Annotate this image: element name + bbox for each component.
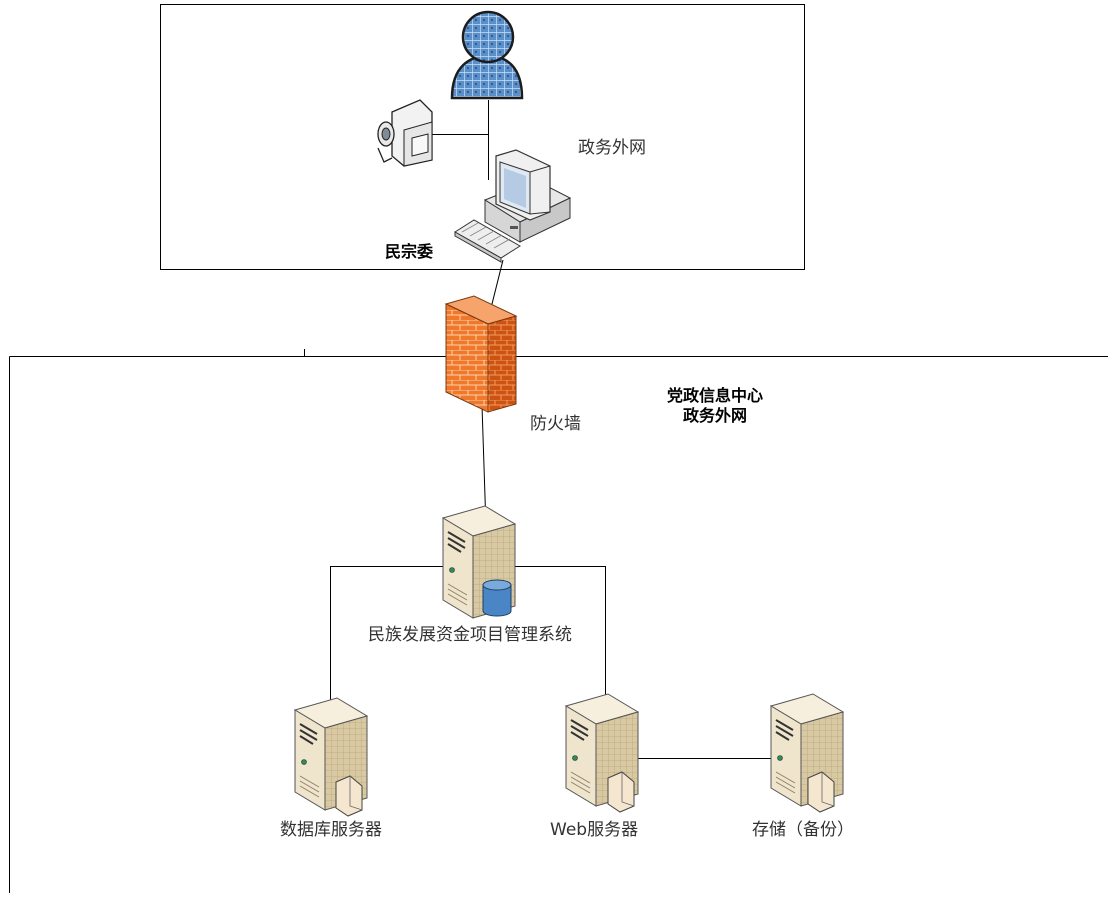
brick-firewall-icon: [444, 295, 518, 413]
inner-zone-title: 党政信息中心 政务外网: [660, 386, 770, 426]
keyboard-icon: [454, 219, 521, 263]
inner-zone-title-line2: 政务外网: [682, 406, 747, 425]
user-icon: [450, 10, 524, 100]
web-server-label: Web服务器: [550, 820, 639, 840]
storage-server-label: 存储（备份）: [752, 820, 854, 840]
inner-zone-border: [9, 356, 1108, 893]
web-server-icon: [565, 693, 639, 813]
database-cylinder-icon: [482, 579, 512, 617]
outer-site-label: 民宗委: [385, 242, 434, 261]
system-to-db-line: [330, 566, 468, 765]
inner-zone-title-line1: 党政信息中心: [666, 386, 763, 405]
outer-zone-box: [160, 4, 805, 270]
desktop-computer-icon: [483, 149, 572, 243]
storage-server-icon: [770, 693, 844, 813]
outer-network-label: 政务外网: [578, 138, 646, 158]
video-camera-icon: [377, 99, 433, 167]
main-system-label: 民族发展资金项目管理系统: [368, 625, 572, 645]
db-server-icon: [294, 697, 368, 817]
firewall-label: 防火墙: [530, 414, 581, 434]
db-server-label: 数据库服务器: [280, 820, 382, 840]
